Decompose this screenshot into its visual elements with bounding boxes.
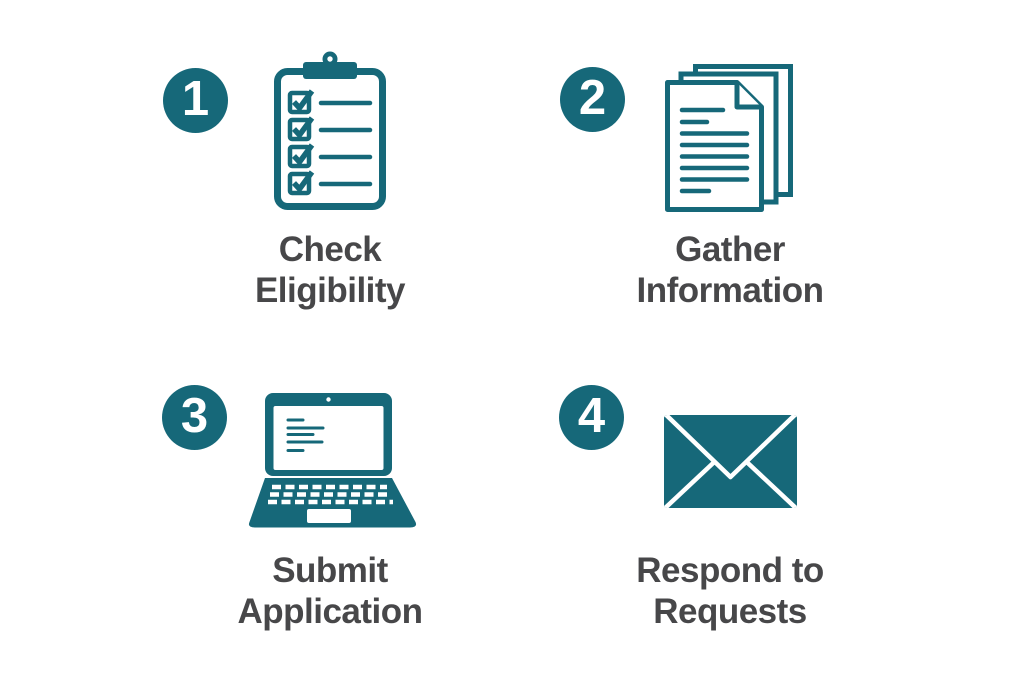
step-label-line2: Requests [653, 592, 807, 631]
step-label-line1: Respond to [636, 551, 824, 590]
step-label: Check Eligibility [160, 229, 500, 311]
step-label-line2: Information [636, 271, 824, 310]
documents-icon [665, 64, 793, 212]
step-number: 3 [180, 388, 209, 443]
step-label-line2: Application [237, 592, 423, 631]
step-number-badge: 3 [162, 385, 227, 450]
step-number: 2 [578, 70, 607, 125]
checklist-clipboard-icon [274, 51, 386, 210]
step-label: Respond to Requests [560, 550, 900, 632]
step-label: Submit Application [160, 550, 500, 632]
step-number-badge: 2 [560, 67, 625, 132]
step-number: 1 [181, 71, 210, 126]
step-label-line1: Gather [675, 230, 785, 269]
step-number-badge: 4 [559, 385, 624, 450]
step-label: Gather Information [560, 229, 900, 311]
step-label-line1: Submit [272, 551, 388, 590]
laptop-icon [248, 393, 417, 528]
step-number: 4 [577, 388, 606, 443]
step-label-line1: Check [278, 230, 382, 269]
envelope-icon [664, 415, 797, 508]
step-label-line2: Eligibility [254, 271, 406, 310]
step-number-badge: 1 [163, 68, 228, 133]
